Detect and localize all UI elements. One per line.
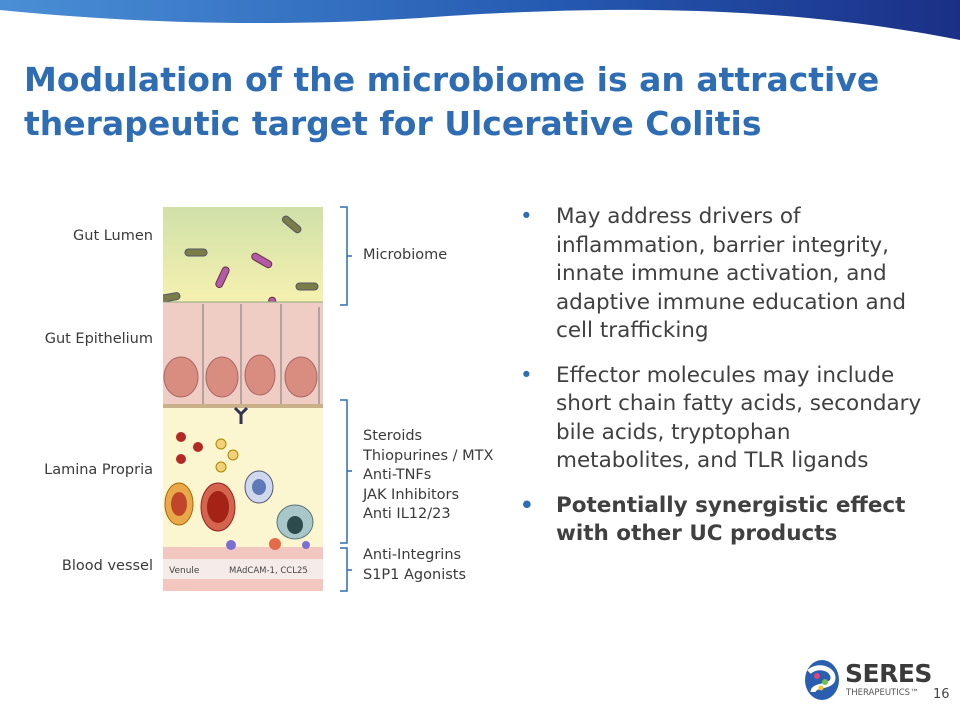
microbiome-label: Microbiome xyxy=(363,247,448,263)
page-number: 16 xyxy=(933,687,950,702)
layer-label-gut-lumen: Gut Lumen xyxy=(73,228,153,244)
bullet-icon: • xyxy=(520,204,533,229)
venule-label: Venule xyxy=(169,566,200,576)
logo-subtitle: THERAPEUTICS™ xyxy=(846,688,919,698)
therapy-anti-integrins: Anti-Integrins xyxy=(363,547,462,563)
madcam-label: MAdCAM-1, CCL25 xyxy=(229,566,308,576)
layer-label-lamina-propria: Lamina Propria xyxy=(44,462,153,478)
bullet-icon: • xyxy=(520,362,533,388)
gut-illustration: Venule MAdCAM-1, CCL25 xyxy=(163,207,323,591)
brackets xyxy=(340,206,352,592)
bullet-item: •May address drivers of inflammation, ba… xyxy=(520,204,906,343)
layer-label-blood-vessel: Blood vessel xyxy=(61,558,153,574)
logo-name: SERES xyxy=(845,659,932,688)
therapy-anti-il12-23: Anti IL12/23 xyxy=(363,506,451,522)
layer-label-gut-epithelium: Gut Epithelium xyxy=(44,331,153,347)
lamina-therapies: Steroids Thiopurines / MTX Anti-TNFs JAK… xyxy=(363,427,493,525)
vessel-therapies: Anti-Integrins S1P1 Agonists xyxy=(363,546,466,585)
therapy-s1p1-agonists: S1P1 Agonists xyxy=(363,566,467,583)
therapy-steroids: Steroids xyxy=(363,428,423,444)
bullet-item: •Effector molecules may include short ch… xyxy=(520,362,922,474)
header-wave xyxy=(0,0,960,40)
therapy-anti-tnfs: Anti-TNFs xyxy=(363,467,432,483)
bullet-item: •Potentially synergistic effect with oth… xyxy=(520,492,906,547)
therapy-jak-inhibitors: JAK Inhibitors xyxy=(363,486,460,503)
page-title: Modulation of the microbiome is an attra… xyxy=(24,60,880,143)
seres-logo-icon xyxy=(805,660,839,700)
therapy-thiopurines: Thiopurines / MTX xyxy=(363,447,494,464)
bullet-icon: • xyxy=(520,492,534,518)
bullet-list: •May address drivers of inflammation, ba… xyxy=(512,203,922,565)
